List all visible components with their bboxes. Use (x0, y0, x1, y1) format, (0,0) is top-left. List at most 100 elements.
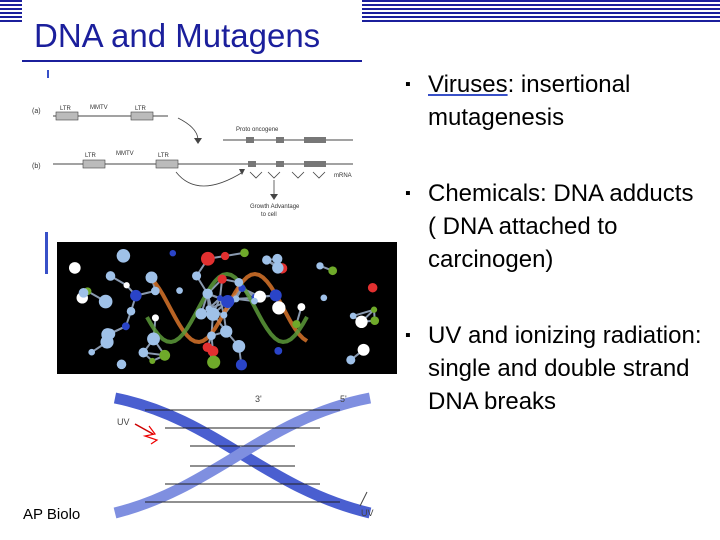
molecule-atom (240, 248, 249, 258)
bullet-chemicals: ▪ Chemicals: DNA adducts ( DNA attached … (405, 177, 705, 276)
uv-dna-helix-diagram: UV 3' 5' UV (113, 392, 374, 519)
strand-5prime-label: 5' (340, 394, 347, 404)
molecule-atom (202, 288, 213, 299)
proto-oncogene-label: Proto oncogene (236, 127, 279, 133)
molecule-atom (151, 286, 160, 296)
ltr-box-b1 (82, 159, 106, 169)
molecule-atom (159, 349, 171, 361)
exon-a1 (246, 137, 254, 143)
molecule-atom (316, 262, 324, 270)
molecule-atom (220, 311, 228, 319)
bullet-list: ▪ Viruses: insertional mutagenesis ▪ Che… (405, 68, 705, 418)
square-bullet-icon: ▪ (405, 185, 411, 202)
exon-b1 (248, 161, 256, 167)
molecule-atom (105, 271, 116, 281)
molecule-atom (206, 307, 220, 321)
molecule-atom (68, 262, 81, 274)
molecule-atom (149, 357, 156, 364)
bullet-viruses: ▪ Viruses: insertional mutagenesis (405, 68, 705, 134)
uv-label-bottom: UV (361, 508, 374, 518)
strand-3prime-label: 3' (255, 394, 262, 404)
mrna-label: mRNA (334, 173, 352, 179)
molecule-atom (151, 314, 159, 322)
molecule-bond (352, 308, 375, 317)
molecule-atom (232, 339, 246, 353)
ltr-label-a1: LTR (60, 106, 72, 112)
molecule-atom (272, 301, 286, 315)
viruses-underlined-term: Viruses (428, 71, 508, 98)
molecule-atom (297, 303, 306, 312)
molecule-atom (238, 284, 246, 292)
molecule-atom (126, 306, 136, 316)
molecule-atom (169, 249, 177, 257)
molecule-atom (207, 355, 221, 369)
dna-adduct-molecule-image (57, 242, 397, 374)
activation-arrow (175, 171, 244, 187)
growth-advantage-label: Growth Advantage (250, 204, 300, 210)
uv-label-top: UV (117, 417, 130, 427)
molecule-atom (123, 282, 130, 289)
ltr-box-a2 (130, 111, 154, 121)
mmtv-label-b: MMTV (116, 151, 134, 157)
ltr-box-a1 (55, 111, 79, 121)
molecule-atom (195, 308, 207, 320)
left-accent-tick (47, 70, 49, 78)
molecule-atom (346, 355, 356, 365)
exon-b2 (276, 161, 284, 167)
title-background (22, 0, 362, 22)
uv-radiation-text: UV and ionizing radiation: single and do… (428, 322, 702, 415)
molecule-atom (370, 316, 380, 326)
chemicals-text: Chemicals: DNA adducts ( DNA attached to… (428, 180, 694, 273)
insertional-mutagenesis-diagram: (a) (b) LTR MMTV LTR Proto oncogene LTR … (32, 105, 353, 218)
molecule-atom (104, 328, 116, 340)
dna-ribbon (145, 271, 309, 345)
molecule-atom (269, 289, 282, 302)
molecule-atom (78, 287, 89, 298)
exon-b3 (304, 161, 326, 167)
molecule-atom (121, 322, 130, 331)
mrna-splices (249, 171, 326, 179)
molecule-atom (130, 289, 142, 302)
molecule-atom (220, 325, 233, 338)
insertion-arrowhead (194, 138, 202, 144)
insertion-arrow (177, 117, 199, 141)
molecule-atom (207, 331, 216, 341)
ltr-label-b2: LTR (158, 153, 170, 159)
uv-burst-top-icon (142, 425, 159, 445)
molecule-atom (176, 287, 183, 294)
molecule-atom (217, 274, 227, 284)
molecule-atom (320, 294, 328, 302)
uv-ray-bottom (359, 491, 368, 507)
molecule-atom (251, 297, 258, 305)
molecule-atom (349, 312, 357, 320)
growth-arrowhead (270, 194, 278, 200)
molecule-atom (200, 251, 215, 266)
slide-title: DNA and Mutagens (34, 17, 321, 54)
uv-ray-top (134, 423, 154, 435)
mmtv-label-a: MMTV (90, 105, 108, 111)
title-underline (22, 60, 362, 62)
square-bullet-icon: ▪ (405, 327, 411, 344)
square-bullet-icon: ▪ (405, 76, 411, 93)
molecule-atom (192, 271, 202, 281)
molecule-atom (145, 271, 158, 284)
exon-a2 (276, 137, 284, 143)
molecule-atom (88, 348, 96, 356)
molecule-atom (355, 315, 368, 328)
activation-arrowhead (239, 169, 245, 175)
viruses-description: : insertional mutagenesis (428, 71, 631, 131)
ltr-label-b1: LTR (85, 153, 97, 159)
footer-label: AP Biolo (23, 506, 81, 523)
molecule-atom (232, 295, 240, 303)
molecule-atom (117, 251, 125, 258)
molecule-atom (220, 251, 230, 261)
bullet-uv-radiation: ▪ UV and ionizing radiation: single and … (405, 319, 705, 418)
molecule-atom (138, 347, 149, 358)
left-accent-bar (45, 232, 48, 274)
molecule-atom (292, 320, 301, 329)
molecule-atom (235, 359, 247, 371)
molecule-atom (221, 294, 235, 309)
molecule-atom (370, 306, 378, 313)
growth-to-cell-label: to cell (261, 212, 277, 218)
molecule-atom (328, 266, 338, 276)
